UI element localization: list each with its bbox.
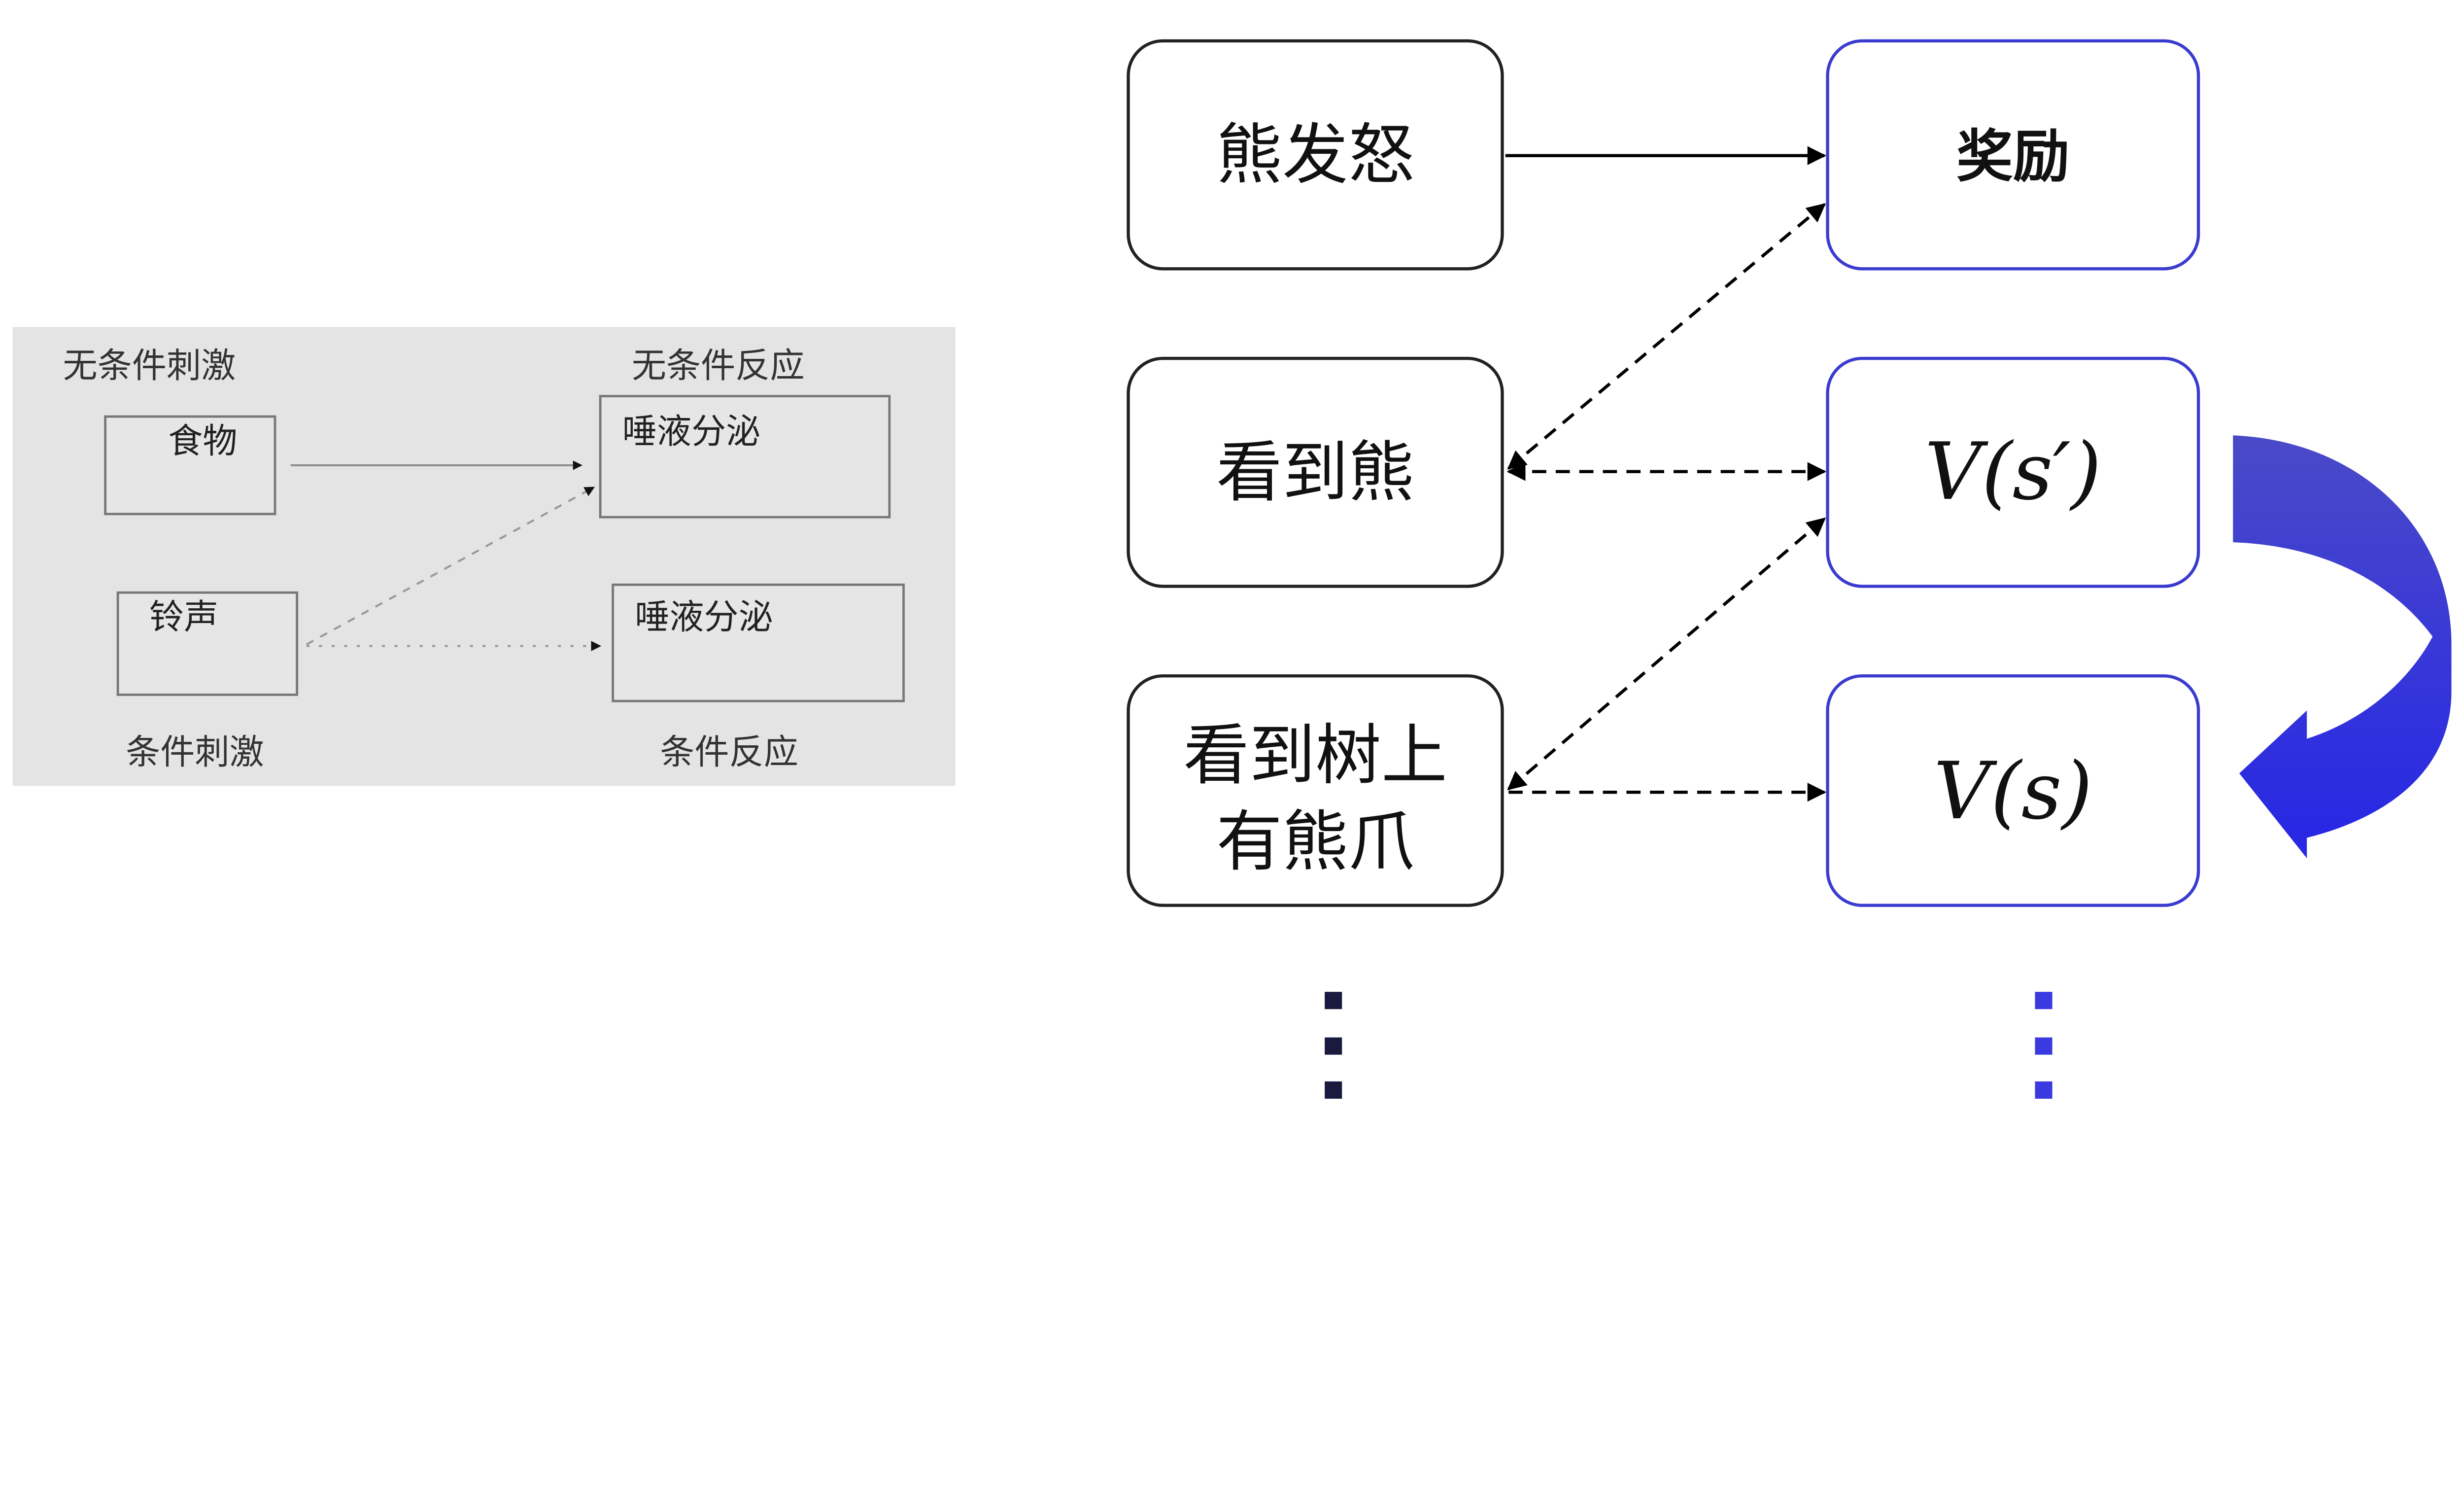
food-box-label: 食物 bbox=[168, 420, 237, 461]
arrow-see-claw-next-value-diagonal bbox=[1507, 517, 1826, 791]
diagram-stage: 无条件刺激 无条件反应 条件刺激 条件反应 食物 铃声 唾液分泌 唾液分泌 熊发… bbox=[12, 39, 2452, 1099]
conditioned-response-label: 条件反应 bbox=[660, 732, 798, 772]
conditioning-panel: 无条件刺激 无条件反应 条件刺激 条件反应 食物 铃声 唾液分泌 唾液分泌 bbox=[12, 327, 956, 786]
state-box-see-bear bbox=[1127, 356, 1504, 588]
conditioned-stimulus-label: 条件刺激 bbox=[126, 732, 264, 772]
state-label-see-claw-line1: 看到树上 bbox=[1183, 717, 1447, 794]
bell-to-salivation-dashed-arrow bbox=[306, 486, 595, 646]
salivation-top-label: 唾液分泌 bbox=[622, 411, 761, 452]
bell-box-label: 铃声 bbox=[149, 597, 218, 637]
diagram-canvas: 无条件刺激 无条件反应 条件刺激 条件反应 食物 铃声 唾液分泌 唾液分泌 熊发… bbox=[12, 39, 2452, 1099]
ellipsis-dot bbox=[1325, 992, 1342, 1010]
value-box-current-state bbox=[1826, 674, 2200, 907]
salivation-bottom-label: 唾液分泌 bbox=[635, 597, 773, 637]
value-label-reward: 奖励 bbox=[1956, 124, 2070, 190]
unconditioned-response-label: 无条件反应 bbox=[632, 345, 805, 385]
value-label-next-state: V(s′) bbox=[1924, 425, 2102, 518]
unconditioned-stimulus-label: 无条件刺激 bbox=[63, 345, 236, 385]
ellipsis-dot bbox=[2035, 1037, 2053, 1055]
ellipsis-dot bbox=[2035, 992, 2053, 1010]
salivation-bottom-box bbox=[612, 583, 905, 702]
value-box-next-state bbox=[1826, 356, 2200, 588]
bell-box bbox=[116, 591, 299, 696]
ellipsis-dot bbox=[1325, 1081, 1342, 1099]
value-box-reward bbox=[1826, 39, 2200, 271]
state-box-bear-angry bbox=[1127, 39, 1504, 271]
state-label-see-bear: 看到熊 bbox=[1216, 434, 1414, 511]
salivation-top-box bbox=[599, 395, 891, 519]
value-diagram: 熊发怒 看到熊 看到树上 有熊爪 奖励 bbox=[1127, 39, 2452, 1099]
ellipsis-dot bbox=[2035, 1081, 2053, 1099]
ellipsis-dot bbox=[1325, 1037, 1342, 1055]
curved-backup-arrow-icon bbox=[2233, 435, 2452, 859]
state-label-see-claw-line2: 有熊爪 bbox=[1216, 803, 1414, 880]
value-label-current-state: V(s) bbox=[1933, 745, 2093, 837]
state-box-see-claw bbox=[1127, 674, 1504, 907]
right-ellipsis bbox=[2035, 992, 2053, 1099]
arrow-see-bear-reward-diagonal bbox=[1507, 203, 1826, 470]
left-ellipsis bbox=[1325, 992, 1342, 1099]
food-box bbox=[104, 415, 276, 516]
state-label-bear-angry: 熊发怒 bbox=[1216, 116, 1414, 193]
